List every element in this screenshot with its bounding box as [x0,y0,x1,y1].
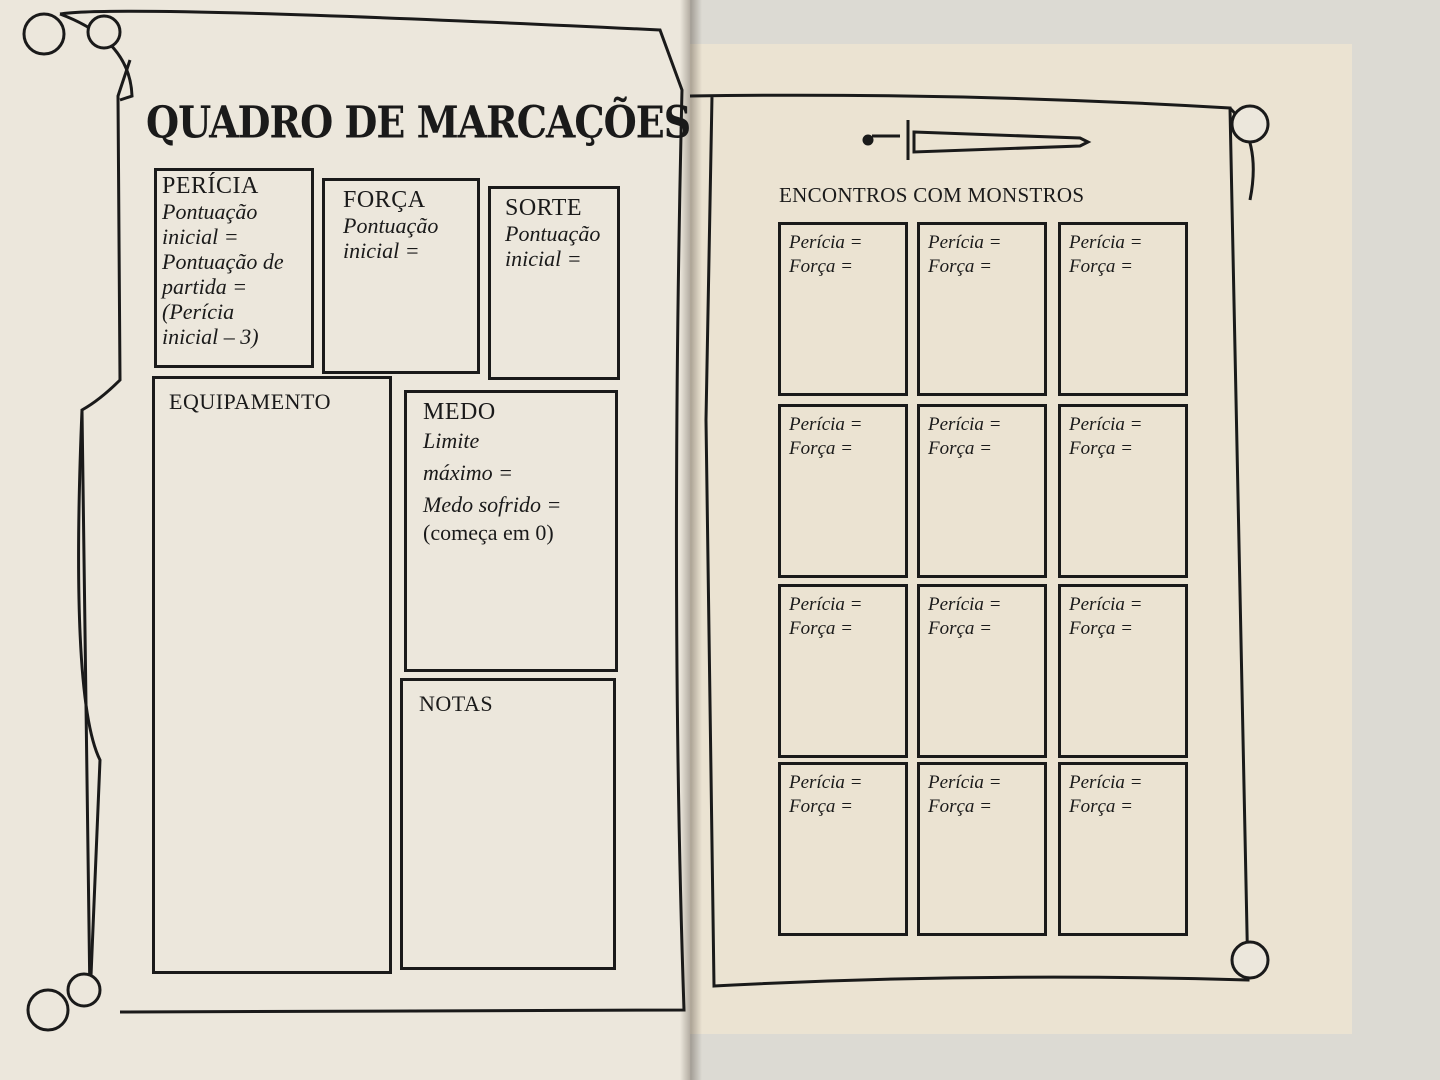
monster-strength-label: Força = [928,256,993,277]
skill-line: Pontuação [162,199,258,224]
equipment-box: EQUIPAMENTO [152,376,392,974]
skill-line: partida = [162,274,248,299]
strength-line: inicial = [343,238,420,263]
monster-strength-label: Força = [789,256,854,277]
monster-strength-label: Força = [1069,256,1134,277]
fear-title: MEDO [423,399,496,425]
monster-encounter-box: Perícia = Força = [778,762,908,936]
monster-skill-label: Perícia = [789,772,863,793]
monster-skill-label: Perícia = [1069,414,1143,435]
fear-box: MEDO Limite máximo = Medo sofrido = (com… [404,390,618,672]
monster-encounter-box: Perícia = Força = [1058,222,1188,396]
monster-skill-label: Perícia = [789,594,863,615]
monster-strength-label: Força = [1069,796,1134,817]
luck-box: SORTE Pontuação inicial = [488,186,620,380]
monster-skill-label: Perícia = [789,414,863,435]
skill-line: Pontuação de [162,249,284,274]
notes-box: NOTAS [400,678,616,970]
monster-skill-label: Perícia = [1069,232,1143,253]
monster-strength-label: Força = [928,618,993,639]
monster-encounter-box: Perícia = Força = [1058,762,1188,936]
monster-encounter-box: Perícia = Força = [778,404,908,578]
luck-title: SORTE [505,195,583,221]
luck-line: Pontuação [505,221,601,246]
monster-skill-label: Perícia = [928,594,1002,615]
strength-box: FORÇA Pontuação inicial = [322,178,480,374]
monster-strength-label: Força = [928,438,993,459]
monster-skill-label: Perícia = [1069,772,1143,793]
fear-line: Medo sofrido = [423,492,562,517]
monster-strength-label: Força = [789,438,854,459]
skill-line: inicial = [162,224,239,249]
monster-skill-label: Perícia = [789,232,863,253]
sheet-title: QUADRO DE MARCAÇÕES [146,96,691,148]
luck-line: inicial = [505,246,582,271]
monster-strength-label: Força = [928,796,993,817]
monster-encounter-box: Perícia = Força = [917,584,1047,758]
monster-encounter-box: Perícia = Força = [778,222,908,396]
monster-strength-label: Força = [1069,618,1134,639]
fear-line: máximo = [423,460,513,485]
monster-encounter-box: Perícia = Força = [1058,404,1188,578]
encounters-title: ENCONTROS COM MONSTROS [779,183,1085,207]
monster-skill-label: Perícia = [928,232,1002,253]
monster-strength-label: Força = [789,618,854,639]
monster-encounter-box: Perícia = Força = [917,222,1047,396]
fear-line: (começa em 0) [423,520,554,545]
monster-encounter-box: Perícia = Força = [917,762,1047,936]
skill-title: PERÍCIA [162,173,259,199]
skill-box: PERÍCIA Pontuação inicial = Pontuação de… [154,168,314,368]
monster-encounter-box: Perícia = Força = [917,404,1047,578]
notes-title: NOTAS [419,691,494,716]
book-gutter [680,0,702,1080]
monster-encounter-box: Perícia = Força = [1058,584,1188,758]
monster-strength-label: Força = [789,796,854,817]
equipment-title: EQUIPAMENTO [169,389,331,414]
strength-title: FORÇA [343,187,426,213]
monster-strength-label: Força = [1069,438,1134,459]
monster-skill-label: Perícia = [928,414,1002,435]
fear-line: Limite [423,428,480,453]
monster-encounter-box: Perícia = Força = [778,584,908,758]
monster-skill-label: Perícia = [928,772,1002,793]
skill-line: inicial – 3) [162,324,259,349]
strength-line: Pontuação [343,213,439,238]
monster-skill-label: Perícia = [1069,594,1143,615]
skill-line: (Perícia [162,299,235,324]
